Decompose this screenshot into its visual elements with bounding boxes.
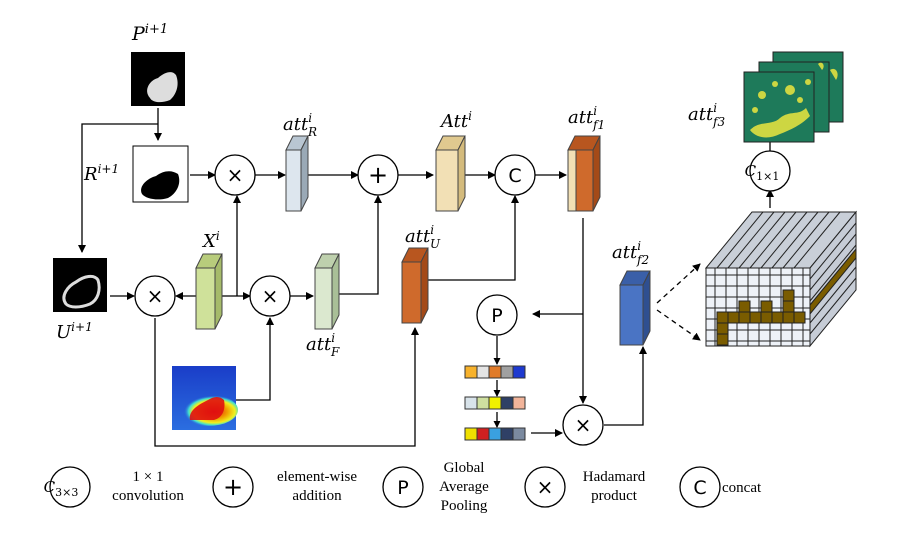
legend-hadamard: × Hadamard product [524,466,646,508]
u-image [53,258,107,312]
op-circles [134,150,791,446]
x-block [195,253,223,330]
legend-hadamard-line2: product [591,488,638,504]
pool-vector-1 [464,365,526,379]
dashed-lines [656,263,701,341]
legend-hadamard-symbol: × [537,475,554,499]
legend-add: + element-wise addition [212,466,357,508]
output-map-texture [750,62,838,138]
multiply-3-symbol: × [262,284,279,308]
pool-vector-2 [464,396,526,410]
x-label: Xi [201,229,220,252]
legend: C3×3 1 × 1 convolution + element-wise ad… [44,460,762,514]
legend-pool: P Global Average Pooling [382,460,489,514]
legend-add-line1: element-wise [277,469,357,485]
att-label: Atti [439,109,472,132]
multiply-1-symbol: × [227,163,244,187]
legend-pool-line3: Pooling [441,498,488,514]
legend-conv-line1: 1 × 1 [133,469,164,485]
multiply-4-symbol: × [575,413,592,437]
feature-cube [704,210,858,348]
p-label: Pi+1 [131,22,168,45]
legend-pool-line2: Average [439,479,489,495]
att-f-block [314,253,340,330]
legend-add-line2: addition [292,488,342,504]
legend-add-symbol: + [223,473,243,501]
att-r-block [285,135,309,212]
add-symbol: + [368,161,388,189]
c1x1-symbol: C1×1 [745,162,780,183]
pool-vector-3 [464,427,526,441]
r-label: Ri+1 [83,162,119,185]
att-f2-block [619,270,651,346]
att-f1-block [567,135,601,212]
legend-conv-symbol: C3×3 [44,478,79,499]
legend-conv-line2: convolution [112,488,184,504]
multiply-2-symbol: × [147,284,164,308]
heatmap-image [172,366,238,430]
cube-grid-lines [716,211,857,335]
legend-pool-symbol: P [397,477,408,499]
legend-pool-line1: Global [444,460,485,476]
r-image [132,145,189,203]
legend-concat-label: concat [722,480,762,496]
att-u-block [401,247,429,324]
cube-highlights [716,247,857,346]
att-block [435,135,466,212]
connections [78,108,774,447]
op-symbols: × + C × × P × C1×1 [147,161,780,437]
legend-concat: C concat [679,466,762,508]
legend-conv: C3×3 1 × 1 convolution [44,466,184,508]
u-label: Ui+1 [56,320,93,343]
legend-hadamard-line1: Hadamard [583,469,646,485]
pool-symbol: P [491,305,502,327]
p-image [131,52,185,106]
concat-symbol: C [508,165,521,187]
legend-concat-symbol: C [693,477,706,499]
